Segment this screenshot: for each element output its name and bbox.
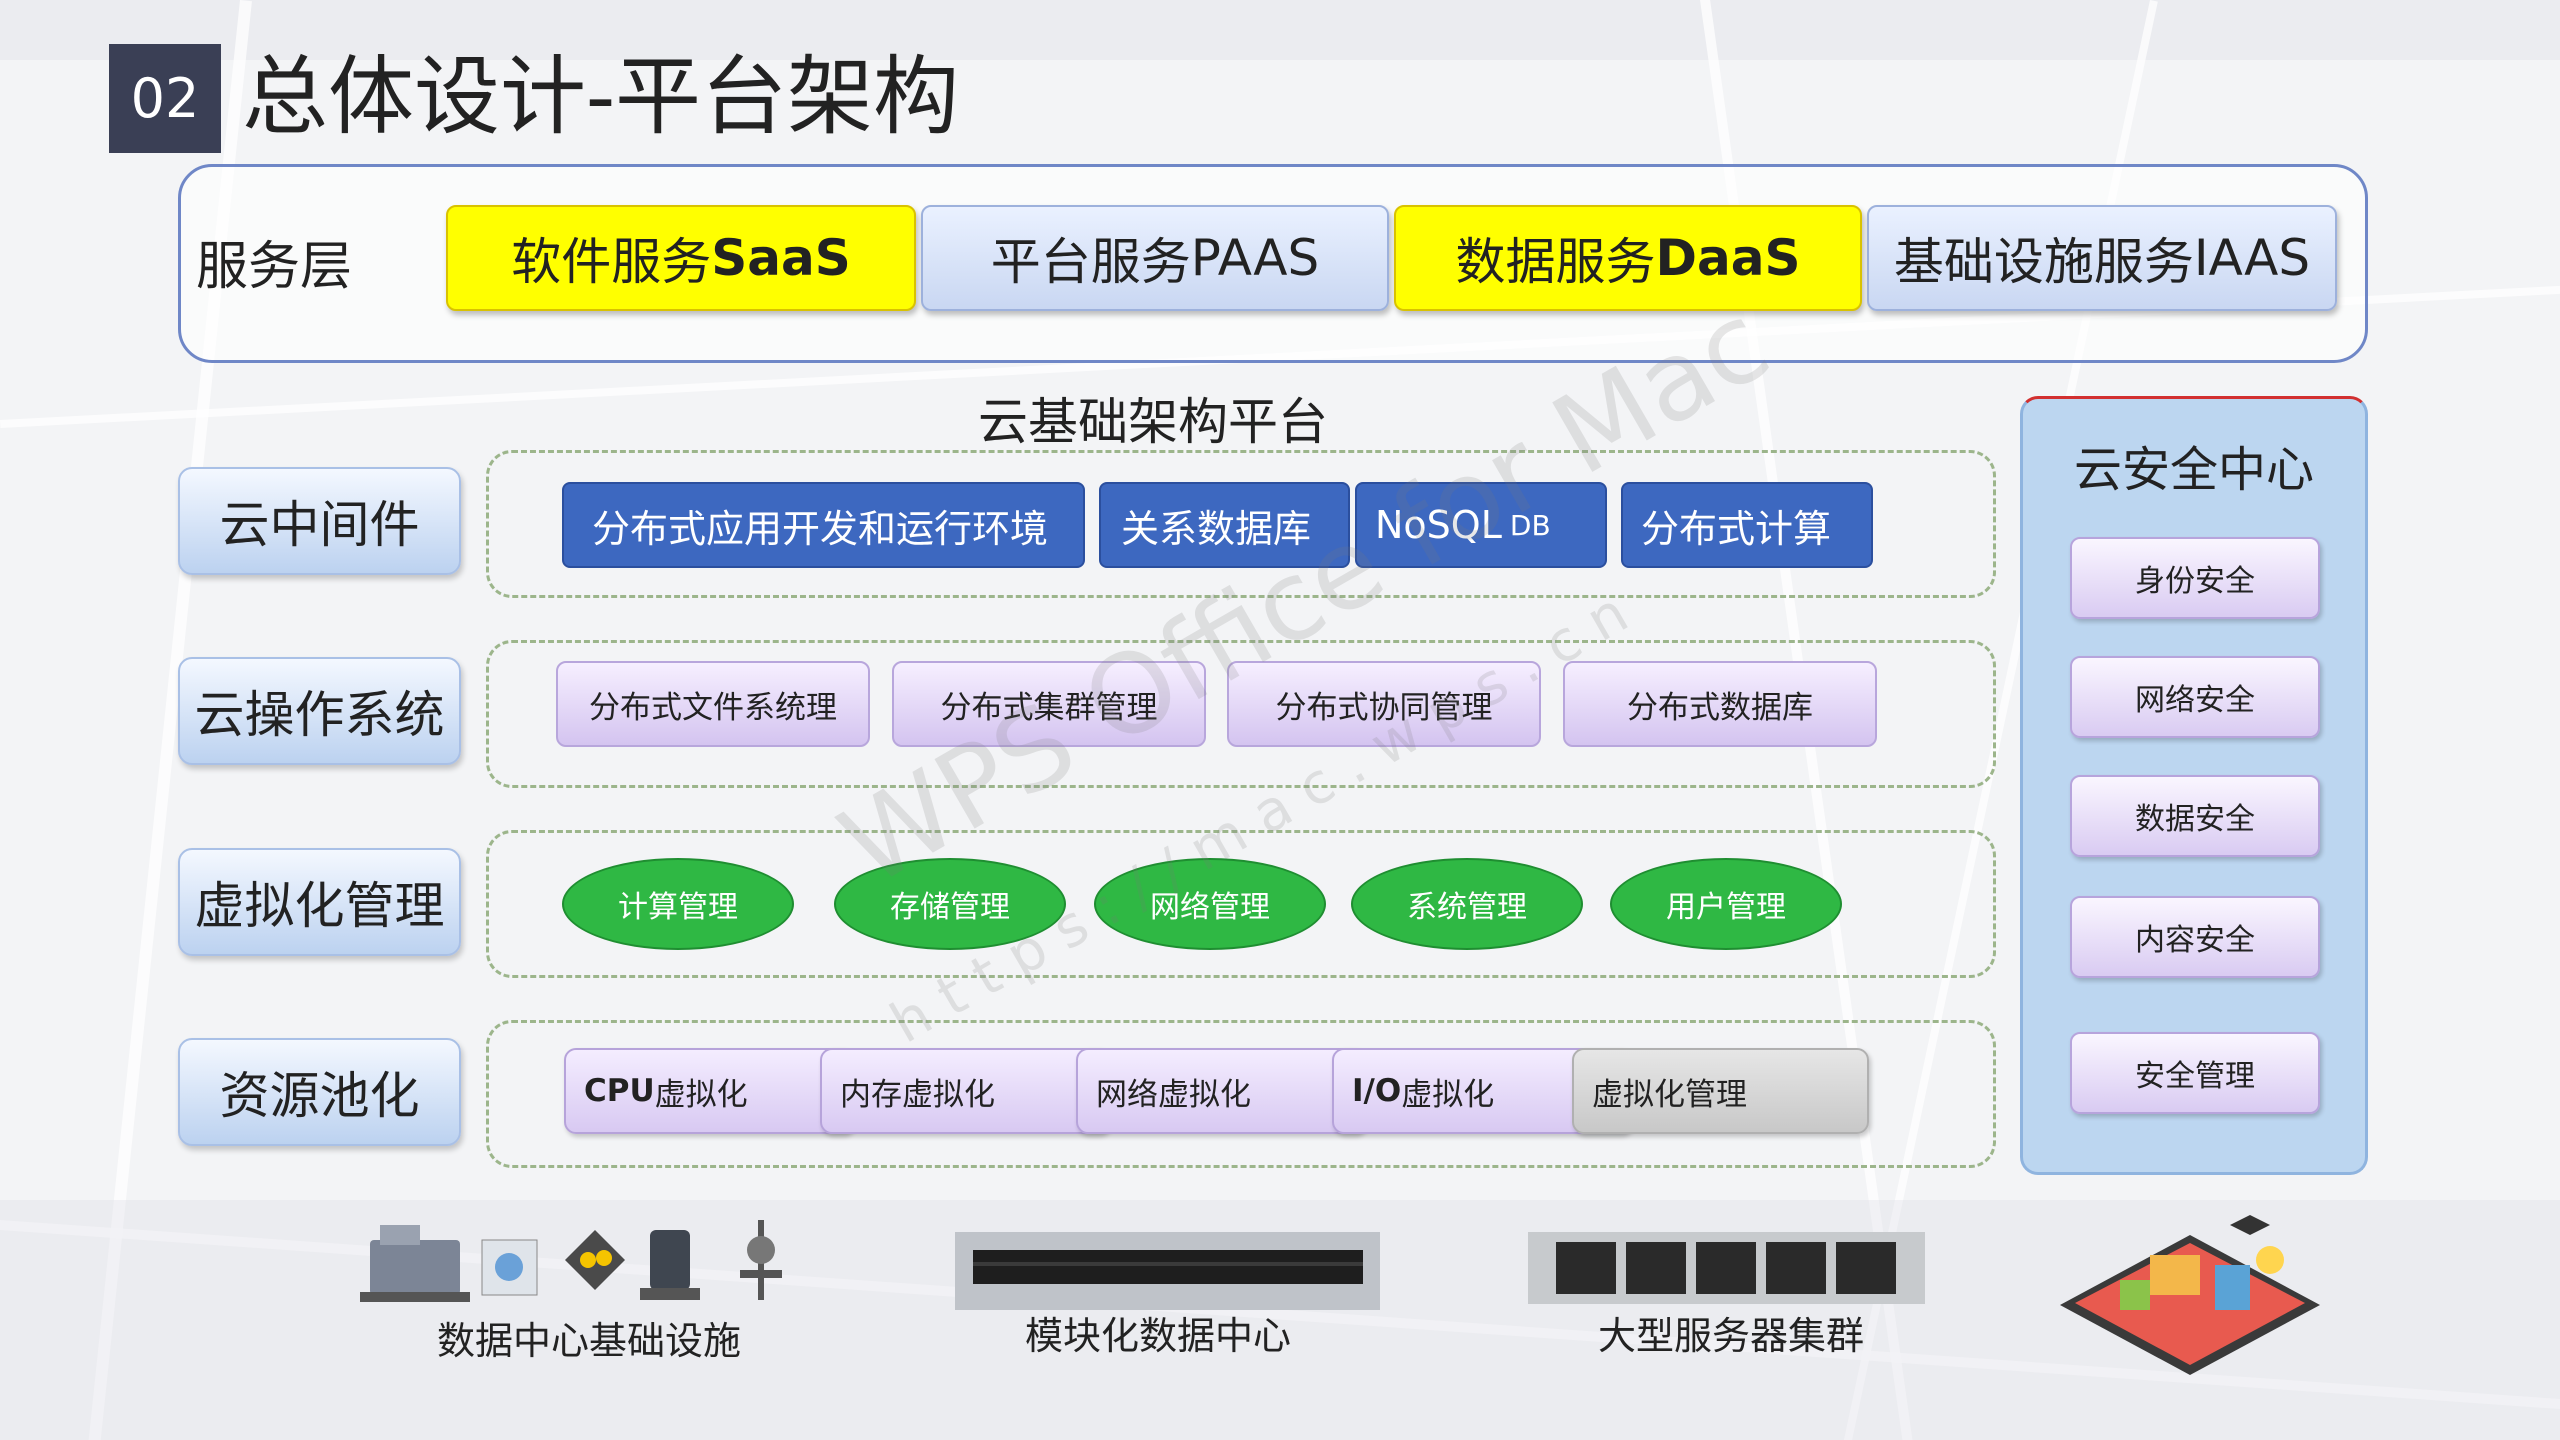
- iaas-name: 基础设施服务: [1893, 233, 2194, 291]
- resource-item-memory: 内存虚拟化: [820, 1048, 1110, 1134]
- paas-name: 平台服务: [990, 233, 1191, 291]
- saas-name: 软件服务: [511, 233, 712, 291]
- resource-text: 虚拟化管理: [1592, 1076, 1747, 1113]
- os-label: 云操作系统: [178, 657, 461, 765]
- resource-prefix: CPU: [584, 1073, 655, 1109]
- security-item: 网络安全: [2070, 656, 2320, 738]
- caption-datacenter: 数据中心基础设施: [437, 1319, 742, 1363]
- os-container: [486, 640, 1996, 788]
- security-item: 内容安全: [2070, 896, 2320, 978]
- virtualization-item: 用户管理: [1610, 858, 1842, 950]
- os-item: 分布式数据库: [1563, 661, 1877, 747]
- middleware-item: 关系数据库: [1099, 482, 1350, 568]
- iaas-abbr: IAAS: [2193, 229, 2311, 287]
- section-number: 02: [109, 44, 221, 153]
- resource-text: 内存虚拟化: [840, 1076, 995, 1113]
- fuel-drops-icon: [565, 1230, 625, 1290]
- modular-datacenter-icon: [955, 1232, 1380, 1310]
- middleware-label: 云中间件: [178, 467, 461, 575]
- middleware-item: 分布式计算: [1621, 482, 1873, 568]
- service-layer-label: 服务层: [196, 237, 353, 297]
- virtualization-item: 计算管理: [562, 858, 794, 950]
- pump-icon: [640, 1230, 700, 1300]
- virtualization-label: 虚拟化管理: [178, 848, 461, 956]
- resources-label: 资源池化: [178, 1038, 461, 1146]
- resource-prefix: I/O: [1352, 1073, 1402, 1109]
- os-item: 分布式文件系统理: [556, 661, 870, 747]
- nosql-suffix: DB: [1509, 508, 1551, 542]
- control-panel-icon: [481, 1239, 538, 1296]
- saas-abbr: SaaS: [711, 229, 851, 287]
- middleware-item: 分布式应用开发和运行环境: [562, 482, 1085, 568]
- datacenter-infrastructure-icon: [360, 1220, 782, 1302]
- resource-item-management: 虚拟化管理: [1572, 1048, 1869, 1134]
- virtualization-item: 存储管理: [834, 858, 1066, 950]
- daas-abbr: DaaS: [1655, 229, 1801, 287]
- generator-icon: [360, 1225, 470, 1302]
- resources-container: [486, 1020, 1996, 1168]
- virtualization-container: [486, 830, 1996, 978]
- resource-text: 虚拟化: [654, 1076, 748, 1113]
- page-title: 总体设计-平台架构: [242, 47, 960, 147]
- security-center-title: 云安全中心: [2073, 442, 2314, 498]
- nosql-label: NoSQL: [1375, 503, 1502, 547]
- middleware-container: [486, 450, 1996, 598]
- resource-item-network: 网络虚拟化: [1076, 1048, 1366, 1134]
- caption-modular: 模块化数据中心: [1025, 1314, 1292, 1358]
- valve-icon: [740, 1220, 782, 1300]
- paas-abbr: PAAS: [1190, 229, 1320, 287]
- caption-server-cluster: 大型服务器集群: [1598, 1314, 1865, 1358]
- resource-text: 网络虚拟化: [1096, 1076, 1251, 1113]
- resource-text: 虚拟化: [1401, 1076, 1495, 1113]
- security-item: 安全管理: [2070, 1032, 2320, 1114]
- security-item: 数据安全: [2070, 775, 2320, 857]
- os-item: 分布式协同管理: [1227, 661, 1541, 747]
- os-item: 分布式集群管理: [892, 661, 1206, 747]
- server-cluster-icon: [1528, 1232, 1925, 1304]
- virtualization-item: 系统管理: [1351, 858, 1583, 950]
- security-item: 身份安全: [2070, 537, 2320, 619]
- smart-city-illustration: [2060, 1215, 2320, 1375]
- virtualization-item: 网络管理: [1094, 858, 1326, 950]
- daas-name: 数据服务: [1455, 233, 1656, 291]
- platform-label: 云基础架构平台: [978, 393, 1328, 451]
